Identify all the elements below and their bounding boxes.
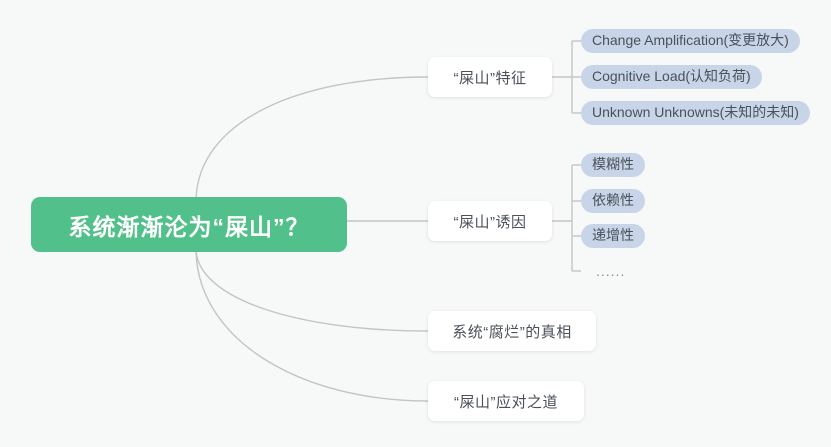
edge-root-to-branch-2 — [195, 250, 429, 332]
leaf-node-label: Change Amplification(变更放大) — [581, 29, 800, 53]
branch-node-label: 系统“腐烂”的真相 — [452, 323, 572, 341]
branch-node-rot-truth[interactable]: 系统“腐烂”的真相 — [428, 311, 596, 351]
leaf-node-dependency[interactable]: 依赖性 — [581, 189, 645, 213]
leaf-node-label: Unknown Unknowns(未知的未知) — [581, 101, 810, 125]
branch-node-features[interactable]: “屎山”特征 — [428, 57, 552, 97]
leaf-node-label: ...... — [596, 263, 626, 279]
leaf-node-label: 模糊性 — [581, 153, 645, 177]
branch-node-label: “屎山”应对之道 — [454, 393, 558, 411]
leaf-node-change-amplification[interactable]: Change Amplification(变更放大) — [581, 29, 800, 53]
leaf-node-cognitive-load[interactable]: Cognitive Load(认知负荷) — [581, 65, 762, 89]
leaf-node-label: 递增性 — [581, 224, 645, 248]
leaf-node-label: 依赖性 — [581, 189, 645, 213]
branch-node-causes[interactable]: “屎山”诱因 — [428, 201, 552, 241]
leaf-node-unknown-unknowns[interactable]: Unknown Unknowns(未知的未知) — [581, 101, 810, 125]
branch-node-label: “屎山”特征 — [453, 69, 527, 87]
edge-root-to-branch-0 — [195, 76, 429, 201]
leaf-node-label: Cognitive Load(认知负荷) — [581, 65, 762, 89]
branch-node-label: “屎山”诱因 — [453, 213, 527, 231]
leaf-node-incrementality[interactable]: 递增性 — [581, 224, 645, 248]
branch-node-countermeasures[interactable]: “屎山”应对之道 — [428, 381, 584, 421]
root-node[interactable]: 系统渐渐沦为“屎山”？ — [31, 197, 347, 252]
root-node-label: 系统渐渐沦为“屎山”？ — [68, 213, 310, 240]
leaf-node-ellipsis[interactable]: ...... — [585, 260, 636, 284]
edge-root-to-branch-3 — [195, 250, 429, 402]
leaf-node-ambiguity[interactable]: 模糊性 — [581, 153, 645, 177]
